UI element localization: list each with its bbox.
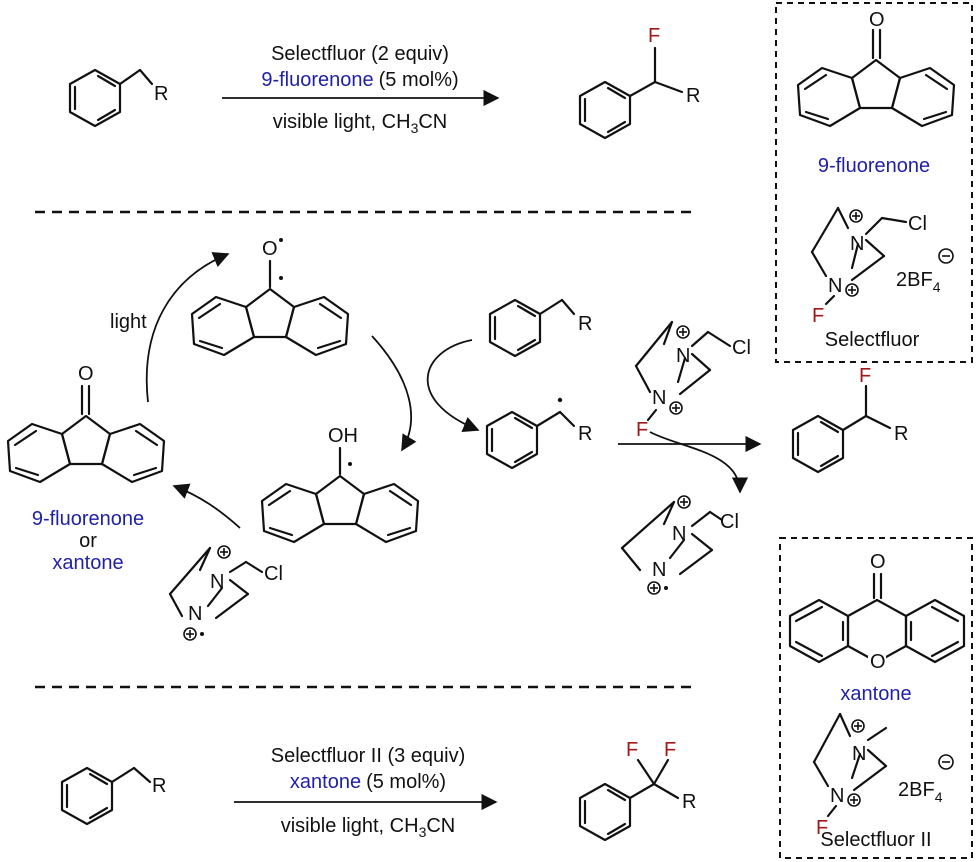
reaction1-product-r: R (686, 85, 700, 107)
mechanism-catalyst-line1: 9-fluorenone (32, 508, 144, 530)
mechanism-fluorenone: O (6, 363, 166, 484)
legend-box-selectfluor-ii (779, 537, 973, 859)
reaction1-catalyst-name: 9-fluorenone (261, 69, 373, 91)
box1-selectfluor-structure: N N Cl F 2BF4 (810, 206, 954, 327)
box1-fluorenone-structure: O (796, 9, 956, 128)
reaction2-sm-r-label: R (152, 775, 166, 797)
box1-catalyst-label: 9-fluorenone (818, 155, 930, 177)
reaction1-sm-r-label: R (154, 83, 168, 105)
mechanism-reagent-radical-cation: N N Cl (168, 545, 283, 641)
mechanism-product-f: F (859, 365, 871, 387)
box2-xantone-structure: O O (788, 551, 966, 673)
box1-reagent-label: Selectfluor (825, 329, 920, 351)
mechanism-radcat-n-top: N (210, 571, 224, 593)
hat-arrow-down (371, 335, 417, 452)
reaction2-catalyst-loading: (5 mol%) (366, 771, 446, 793)
reaction1-product-f: F (648, 25, 660, 47)
mechanism-product-r: R (894, 423, 908, 445)
box1-f: F (812, 305, 824, 327)
box2-carbonyl-o: O (870, 551, 886, 573)
box2-counterion: 2BF4 (898, 779, 943, 805)
reaction1-product: F R (578, 25, 700, 140)
box2-f: F (816, 817, 828, 839)
box1-n-plus: N (850, 233, 864, 255)
mechanism-radical-r: R (578, 423, 592, 445)
mechanism-radcat-n-bottom: N (188, 603, 202, 625)
mechanism-oh-label: OH (328, 425, 358, 447)
mechanism-benzyl-radical: R (485, 397, 592, 470)
box2-catalyst-label: xantone (840, 683, 911, 705)
reaction2-catalyst-text: xantone(5 mol%) (290, 771, 446, 793)
light-label: light (110, 311, 147, 333)
mechanism-spent-n-top: N (672, 523, 686, 545)
mechanism-catalyst-or: or (79, 530, 97, 552)
light-arc-arrow (145, 252, 230, 403)
mechanism-benzyl-substrate: R (488, 298, 592, 358)
box2-reagent-label: Selectfluor II (820, 829, 931, 851)
hat-arrow-to-radical (426, 339, 480, 433)
reaction2-reagent-text: Selectfluor II (3 equiv) (271, 745, 466, 767)
reaction2-product-r: R (682, 791, 696, 813)
reaction2-catalyst-name: xantone (290, 771, 361, 793)
reaction2-product: F F R (578, 739, 696, 842)
mechanism-reagent-cl: Cl (732, 337, 751, 359)
mechanism-ketone-o: O (78, 363, 94, 385)
box1-n-f: N (828, 275, 842, 297)
mechanism-spent-n-bottom: N (652, 559, 666, 581)
mechanism-reagent-n-top: N (676, 345, 690, 367)
mechanism-product: F R (791, 365, 908, 474)
box2-selectfluor-ii-structure: N N F 2BF4 (812, 712, 954, 839)
reaction1-arrow: Selectfluor (2 equiv) 9-fluorenone (5 mol… (222, 43, 500, 136)
mechanism-radical-o: O (262, 238, 278, 260)
mechanism-radcat-cl: Cl (264, 563, 283, 585)
mechanism-benzyl-r: R (578, 313, 592, 335)
reaction2-product-f1: F (626, 739, 638, 761)
mechanism-selectfluor: N N Cl F (634, 320, 751, 441)
reaction2-conditions-text: visible light, CH3CN (281, 815, 456, 840)
f-transfer-arrow (649, 431, 749, 494)
box2-n-f: N (830, 785, 844, 807)
reaction1-catalyst-text: 9-fluorenone (5 mol%) (261, 69, 458, 91)
mechanism-excited-fluorenone: O (190, 238, 350, 357)
reaction2-arrow: Selectfluor II (3 equiv) xantone(5 mol%)… (234, 745, 498, 840)
reaction2-product-f2: F (664, 739, 676, 761)
mechanism-spent-reagent: N N Cl (620, 495, 739, 595)
box2-ring-o: O (870, 651, 886, 673)
mechanism-spent-cl: Cl (720, 511, 739, 533)
reaction1-catalyst-loading: (5 mol%) (379, 69, 459, 91)
box1-carbonyl-o: O (869, 9, 885, 31)
regeneration-arrow (172, 483, 241, 529)
reaction1-starting-material: R (68, 68, 168, 128)
reaction1-reagent-text: Selectfluor (2 equiv) (271, 43, 449, 65)
mechanism-reagent-n-bottom: N (652, 387, 666, 409)
mechanism-hydroxy-radical: OH (260, 425, 420, 544)
reaction1-conditions-text: visible light, CH3CN (273, 111, 448, 136)
mechanism-catalyst-line2: xantone (52, 552, 123, 574)
box1-cl: Cl (908, 213, 927, 235)
box2-n-plus: N (852, 743, 866, 765)
box1-counterion: 2BF4 (896, 269, 941, 295)
legend-box-selectfluor (775, 2, 973, 363)
reaction2-starting-material: R (60, 766, 166, 826)
mechanism-reagent-f: F (636, 419, 648, 441)
